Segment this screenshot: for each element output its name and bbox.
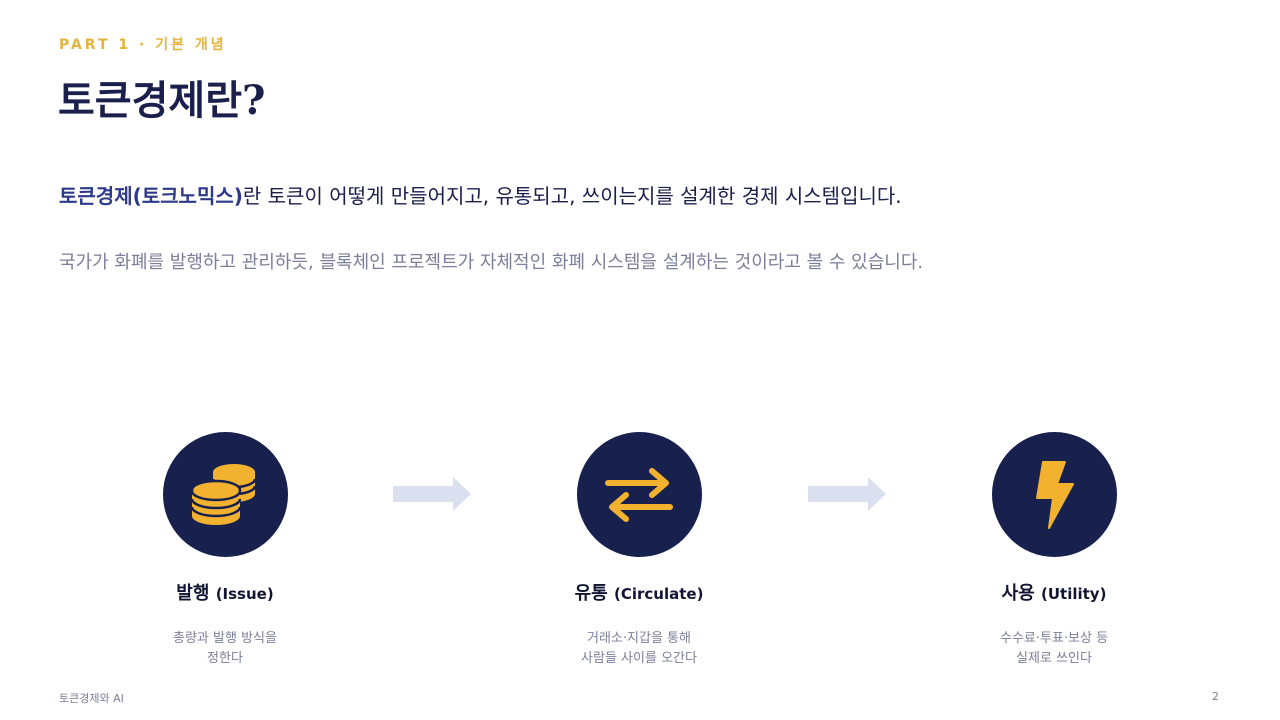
step-issue-title-ko: 발행 <box>176 583 210 604</box>
intro-lead: 토큰경제(토크노믹스)란 토큰이 어떻게 만들어지고, 유통되고, 쓰이는지를 … <box>59 180 1219 209</box>
step-issue-title-en: (Issue) <box>215 585 274 603</box>
coins-icon <box>190 463 257 525</box>
step-circulate-desc-line2: 사람들 사이를 오간다 <box>581 651 697 666</box>
step-utility-title-ko: 사용 <box>1001 583 1035 604</box>
page-title: 토큰경제란? <box>58 77 266 124</box>
step-issue: 발행 (Issue) 총량과 발행 방식을 정한다 <box>95 432 355 669</box>
exchange-arrows-icon <box>605 467 673 522</box>
step-utility: 사용 (Utility) 수수료·투표·보상 등 실제로 쓰인다 <box>924 432 1184 669</box>
footer-deck-title: 토큰경제와 AI <box>59 692 124 705</box>
step-utility-title-en: (Utility) <box>1040 585 1107 603</box>
step-issue-desc: 총량과 발행 방식을 정한다 <box>95 629 355 669</box>
step-issue-desc-line1: 총량과 발행 방식을 <box>173 631 277 646</box>
lightning-bolt-icon <box>1036 460 1074 529</box>
intro-sub: 국가가 화폐를 발행하고 관리하듯, 블록체인 프로젝트가 자체적인 화폐 시스… <box>59 252 924 273</box>
step-utility-desc-line1: 수수료·투표·보상 등 <box>999 631 1109 646</box>
step-issue-title: 발행 (Issue) <box>95 579 355 605</box>
flow-arrow-icon <box>808 477 886 511</box>
step-issue-desc-line2: 정한다 <box>207 651 243 666</box>
step-issue-circle <box>162 432 288 557</box>
intro-lead-text: 란 토큰이 어떻게 만들어지고, 유통되고, 쓰이는지를 설계한 경제 시스템입… <box>242 184 902 208</box>
step-circulate: 유통 (Circulate) 거래소·지갑을 통해 사람들 사이를 오간다 <box>509 432 769 669</box>
step-circulate-desc: 거래소·지갑을 통해 사람들 사이를 오간다 <box>509 629 769 669</box>
step-utility-title: 사용 (Utility) <box>924 579 1184 605</box>
step-utility-circle <box>991 432 1117 557</box>
step-utility-desc: 수수료·투표·보상 등 실제로 쓰인다 <box>924 629 1184 669</box>
step-circulate-circle <box>576 432 702 557</box>
intro-highlight: 토큰경제(토크노믹스) <box>59 184 243 208</box>
step-circulate-desc-line1: 거래소·지갑을 통해 <box>587 631 691 646</box>
flow-arrow-icon <box>393 477 471 511</box>
step-circulate-title-en: (Circulate) <box>613 585 704 603</box>
step-utility-desc-line2: 실제로 쓰인다 <box>1016 651 1092 666</box>
page-number: 2 <box>1212 690 1219 703</box>
section-kicker: PART 1 · 기본 개념 <box>59 37 227 53</box>
step-circulate-title-ko: 유통 <box>574 583 608 604</box>
step-circulate-title: 유통 (Circulate) <box>509 579 769 605</box>
